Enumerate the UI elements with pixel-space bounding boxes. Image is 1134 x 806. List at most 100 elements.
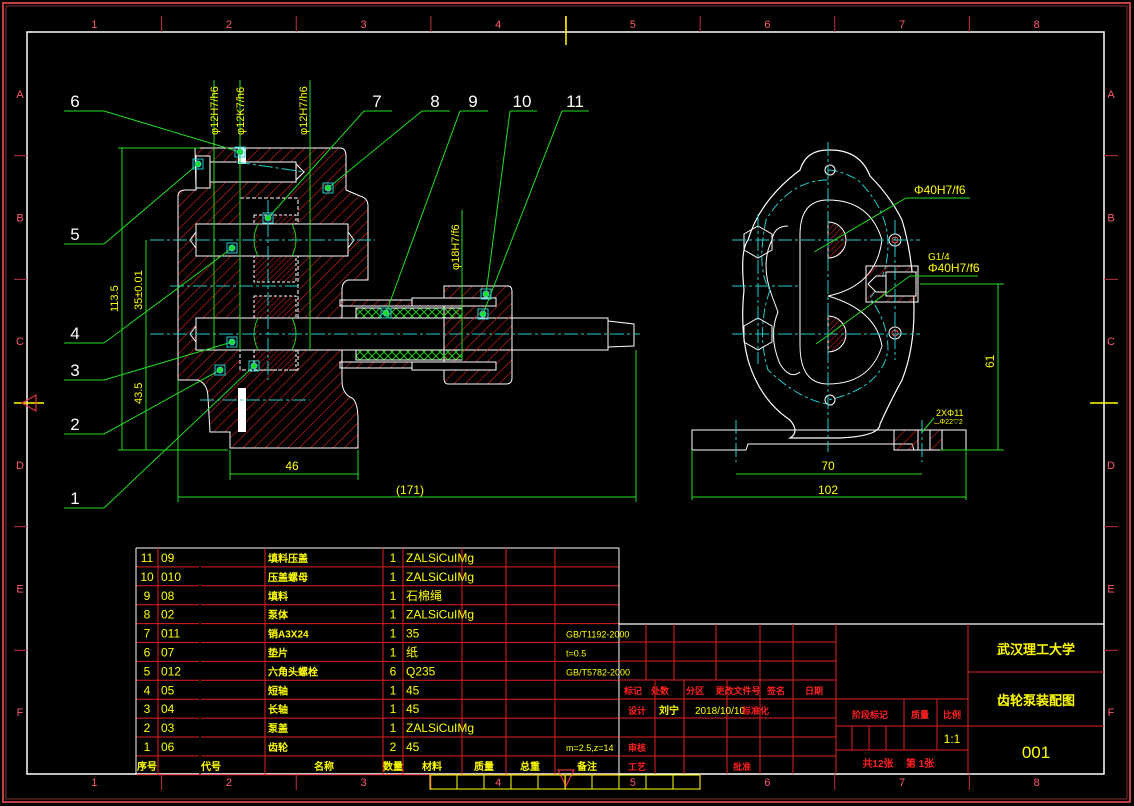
sheet-number: 第 1张 [906, 757, 935, 770]
bom-code: 06 [161, 740, 175, 754]
revision-header: 处数 [650, 685, 670, 696]
balloon-2: 2 [70, 415, 79, 434]
bom-material: 纸 [406, 646, 418, 660]
mass-label: 质量 [911, 709, 929, 720]
zone-label-col: 3 [361, 777, 367, 789]
balloon-leader-dot [226, 242, 238, 254]
orientation-arrow-bottom-icon [557, 769, 575, 788]
balloon-leader-dot [480, 288, 492, 300]
dim-center-height: 43.5 [133, 383, 145, 404]
review-label: 审核 [628, 742, 646, 753]
bom-material: 45 [406, 702, 420, 716]
balloon-6: 6 [70, 92, 79, 111]
bom-code: 010 [161, 570, 181, 584]
institution-name: 武汉理工大学 [997, 642, 1075, 657]
zone-label-col: 3 [361, 19, 367, 31]
fit-annotation: φ12H7/h6 [209, 86, 221, 135]
bom-name: 长轴 [268, 703, 288, 716]
balloon-7: 7 [372, 92, 381, 111]
bom-material: ZALSiCuIMg [406, 608, 474, 622]
bom-qty: 2 [390, 740, 397, 754]
bom-header-total-mass: 总重 [520, 760, 540, 773]
balloon-5: 5 [70, 225, 79, 244]
balloon-leader-dot [194, 160, 202, 168]
fit-annotation: φ18H7/f6 [450, 224, 462, 270]
balloon-leader-dot [479, 310, 487, 318]
zone-label-col: 7 [899, 19, 905, 31]
bom-name: 销A3X24 [268, 628, 309, 641]
zone-label-col: 8 [1034, 19, 1040, 31]
bom-no: 4 [144, 683, 151, 697]
bom-name: 填料压盖 [268, 552, 308, 565]
bom-code: 04 [161, 702, 175, 716]
dim-hole-spacing: 70 [821, 459, 835, 473]
balloon-leader-dot [216, 366, 224, 374]
bom-code: 09 [161, 551, 175, 565]
zone-label-row: E [16, 584, 23, 596]
bom-name: 泵盖 [268, 722, 288, 735]
holes-annotation: 2XΦ11 [936, 408, 964, 418]
bom-name: 压盖螺母 [268, 571, 308, 584]
balloon-leader-dot [214, 364, 226, 376]
bom-material: ZALSiCuIMg [406, 721, 474, 735]
packing-upper [355, 307, 463, 319]
bom-header-unit-mass: 质量 [474, 760, 494, 773]
balloon-leader-dot [264, 214, 272, 222]
balloon-10: 10 [513, 92, 532, 111]
zone-label-col: 1 [91, 777, 97, 789]
revision-header: 分区 [686, 685, 704, 696]
balloon-leader-dot [262, 212, 274, 224]
bom-remark: m=2.5,z=14 [566, 743, 614, 753]
zone-label-col: 2 [226, 19, 232, 31]
bom-no: 8 [144, 608, 151, 622]
zone-label-row: C [16, 336, 24, 348]
stage-label: 阶段标记 [852, 709, 888, 720]
bom-no: 10 [140, 570, 154, 584]
zone-label-row: B [16, 213, 23, 225]
scale-label: 比例 [943, 709, 961, 720]
bom-header-code: 代号 [200, 760, 221, 773]
fit-annotation: φ12H7/h6 [298, 86, 310, 135]
fit-annotation: Φ40H7/f6 [914, 183, 966, 197]
bom-name: 六角头螺栓 [268, 665, 318, 678]
revision-header: 标记 [623, 685, 642, 696]
bom-code: 012 [161, 664, 181, 678]
zone-label-row: F [1108, 707, 1115, 719]
bom-qty: 1 [390, 570, 397, 584]
bom-no: 5 [144, 664, 151, 678]
thread-annotation: G1/4 [928, 252, 950, 263]
zone-label-row: A [16, 89, 24, 101]
bom-remark: GB/T5782-2000 [566, 667, 630, 677]
zone-label-row: C [1107, 336, 1115, 348]
bom-header-row: 序号代号名称数量材料质量总重备注 [137, 760, 597, 773]
balloon-leader-dot [248, 360, 260, 372]
bom-name: 垫片 [268, 647, 288, 660]
bom-material: 45 [406, 683, 420, 697]
bom-name: 齿轮 [268, 741, 288, 754]
bom-header-material: 材料 [422, 760, 442, 773]
dim-base-length: 102 [818, 483, 838, 497]
bom-no: 11 [141, 551, 154, 565]
bom-name: 填料 [268, 590, 288, 603]
balloon-leader-dot [322, 182, 334, 194]
front-section-view [64, 80, 640, 509]
design-label: 设计 [628, 705, 646, 716]
scale-value: 1:1 [944, 732, 961, 746]
zone-label-row: D [1107, 460, 1115, 472]
zone-label-col: 4 [495, 777, 501, 789]
bom-no: 7 [144, 627, 151, 641]
process-label: 工艺 [628, 761, 646, 772]
bom-header-remark: 备注 [576, 760, 597, 773]
bom-remark: GB/T1192-2000 [566, 630, 629, 640]
bom-code: 02 [161, 608, 175, 622]
zone-label-col: 8 [1034, 777, 1040, 789]
bom-qty: 1 [390, 627, 397, 641]
bom-header-qty: 数量 [383, 760, 403, 773]
